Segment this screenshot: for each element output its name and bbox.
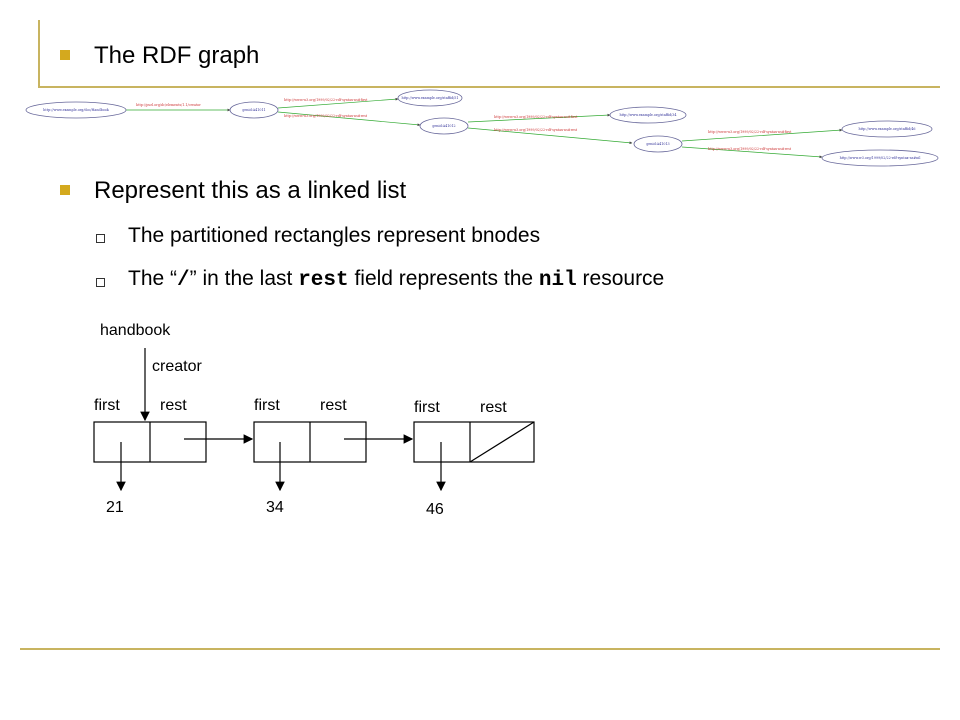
svg-text:http://www.example.org/doc/Han: http://www.example.org/doc/Handbook bbox=[43, 108, 109, 112]
label-first-2: first bbox=[254, 397, 280, 414]
rdf-edge-rest-2: http://www.w3.org/1999/02/22-rdf-syntax-… bbox=[494, 128, 578, 132]
rdf-node-genid2: genid:A41012 bbox=[419, 117, 469, 135]
label-handbook: handbook bbox=[100, 322, 171, 339]
rdf-node-handbook: http://www.example.org/doc/Handbook bbox=[25, 101, 127, 119]
svg-text:genid:A41011: genid:A41011 bbox=[242, 108, 265, 112]
frame-line-top bbox=[38, 86, 940, 88]
bullet-icon bbox=[60, 185, 70, 195]
svg-text:genid:A41013: genid:A41013 bbox=[646, 142, 669, 146]
bullet-linked-list: Represent this as a linked list bbox=[94, 177, 407, 204]
rdf-edge-first-3: http://www.w3.org/1999/02/22-rdf-syntax-… bbox=[708, 130, 792, 134]
bullet-rdf-graph: The RDF graph bbox=[94, 42, 260, 69]
rdf-edge-rest-1: http://www.w3.org/1999/02/22-rdf-syntax-… bbox=[284, 114, 368, 118]
nil-slash bbox=[469, 421, 535, 463]
label-rest-1: rest bbox=[160, 397, 187, 414]
frame-line-vertical bbox=[38, 20, 40, 88]
rdf-node-genid1: genid:A41011 bbox=[229, 101, 279, 119]
rdf-node-genid3: genid:A41013 bbox=[633, 135, 683, 153]
rdf-edge-creator: http://purl.org/dc/elements/1.1/creator bbox=[136, 103, 201, 107]
bnode-box-3 bbox=[413, 421, 535, 463]
svg-text:http://www.w3.org/1999/02/22-r: http://www.w3.org/1999/02/22-rdf-syntax-… bbox=[840, 156, 921, 160]
rdf-node-staff34: http://www.example.org/staffid/34 bbox=[609, 106, 687, 124]
frame-line-bottom bbox=[20, 648, 940, 650]
label-rest-3: rest bbox=[480, 399, 507, 416]
svg-text:genid:A41012: genid:A41012 bbox=[432, 124, 455, 128]
linked-list-diagram bbox=[93, 348, 535, 492]
rdf-edge-first-1: http://www.w3.org/1999/02/22-rdf-syntax-… bbox=[284, 98, 368, 102]
label-first-1: first bbox=[94, 397, 120, 414]
sub-bullet-icon bbox=[96, 278, 105, 287]
label-first-3: first bbox=[414, 399, 440, 416]
rdf-edge-rest-3: http://www.w3.org/1999/02/22-rdf-syntax-… bbox=[708, 147, 792, 151]
value-46: 46 bbox=[426, 501, 444, 518]
sub-bullet-icon bbox=[96, 234, 105, 243]
rdf-node-staff51: http://www.example.org/staffid/51 bbox=[397, 89, 463, 107]
label-creator: creator bbox=[152, 358, 202, 375]
svg-text:http://www.example.org/staffid: http://www.example.org/staffid/34 bbox=[620, 113, 677, 117]
svg-text:http://www.example.org/staffid: http://www.example.org/staffid/51 bbox=[402, 96, 459, 100]
value-21: 21 bbox=[106, 499, 124, 516]
sub-bullet-bnodes: The partitioned rectangles represent bno… bbox=[128, 224, 541, 247]
value-34: 34 bbox=[266, 499, 284, 516]
svg-text:http://www.example.org/staffid: http://www.example.org/staffid/46 bbox=[859, 127, 916, 131]
rdf-edge-first-2: http://www.w3.org/1999/02/22-rdf-syntax-… bbox=[494, 115, 578, 119]
sub-bullet-nil: The “/” in the last rest field represent… bbox=[128, 267, 665, 292]
label-rest-2: rest bbox=[320, 397, 347, 414]
bullet-icon bbox=[60, 50, 70, 60]
rdf-node-nil: http://www.w3.org/1999/02/22-rdf-syntax-… bbox=[821, 149, 939, 167]
rdf-node-staff46: http://www.example.org/staffid/46 bbox=[841, 120, 933, 138]
